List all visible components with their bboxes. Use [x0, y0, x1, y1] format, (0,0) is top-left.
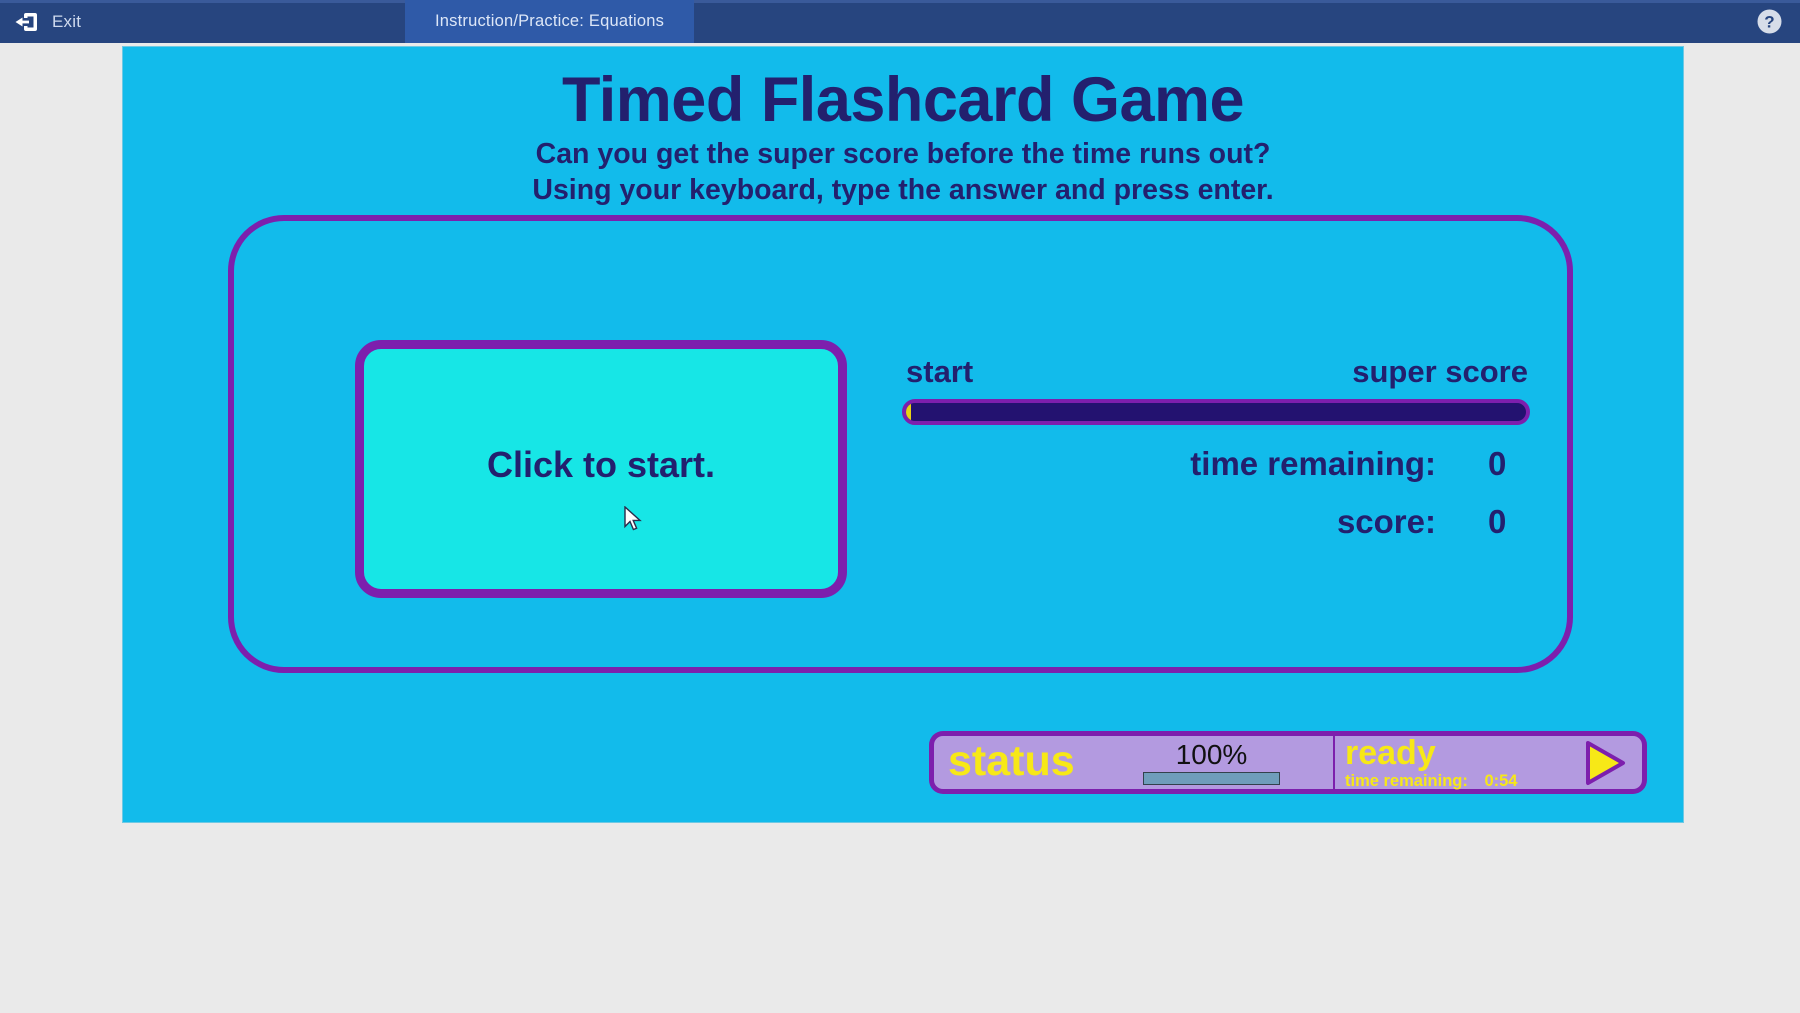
play-button[interactable]: [1580, 740, 1626, 786]
ready-time-remaining: time remaining: 0:54: [1345, 773, 1517, 790]
stat-row-time-remaining: time remaining: 0: [902, 445, 1530, 483]
flashcard-start-button[interactable]: Click to start.: [355, 340, 847, 598]
status-panel: status 100%: [929, 731, 1333, 794]
score-label: score:: [1336, 503, 1436, 540]
game-stage: Timed Flashcard Game Can you get the sup…: [122, 46, 1684, 823]
stat-row-score: score: 0: [902, 503, 1530, 541]
scoreboard: start super score time remaining: 0 scor…: [902, 354, 1530, 541]
super-score-meter: [902, 399, 1530, 425]
score-value: 0: [1488, 503, 1507, 540]
help-button[interactable]: ?: [1756, 8, 1783, 35]
ready-state-label: ready: [1345, 733, 1436, 772]
tab-instruction-practice-equations[interactable]: Instruction/Practice: Equations: [405, 0, 695, 43]
ready-panel: ready time remaining: 0:54: [1333, 731, 1647, 794]
status-progress: 100%: [1134, 739, 1289, 786]
subtitle-line-1: Can you get the super score before the t…: [535, 137, 1271, 170]
meter-start-label: start: [906, 354, 974, 389]
question-mark-icon: ?: [1756, 8, 1783, 35]
tab-label: Instruction/Practice: Equations: [435, 12, 665, 30]
page-title: Timed Flashcard Game: [561, 65, 1245, 135]
status-progress-percent: 100%: [1175, 739, 1248, 770]
ready-time-label: time remaining:: [1345, 771, 1468, 790]
game-panel: Click to start. start super score time r…: [228, 215, 1573, 673]
ready-block: ready time remaining: 0:54: [1345, 736, 1517, 790]
status-label: status: [948, 737, 1075, 785]
meter-end-label: super score: [1352, 354, 1528, 389]
exit-arrow-icon: [14, 9, 40, 35]
ready-time-value: 0:54: [1484, 771, 1518, 790]
meter-labels: start super score: [902, 354, 1530, 390]
tab-strip: Instruction/Practice: Equations: [405, 0, 695, 43]
subtitle-line-2: Using your keyboard, type the answer and…: [532, 174, 1274, 207]
flashcard-label: Click to start.: [486, 444, 716, 485]
exit-button[interactable]: Exit: [0, 0, 99, 43]
time-remaining-value: 0: [1488, 445, 1507, 482]
exit-label: Exit: [52, 11, 82, 31]
play-triangle-icon: [1580, 740, 1626, 786]
toolbar-accent-line: [0, 0, 1800, 3]
status-progress-bar: [1143, 772, 1280, 786]
time-remaining-label: time remaining:: [1190, 445, 1436, 482]
svg-text:?: ?: [1764, 13, 1774, 32]
super-score-meter-fill: [906, 403, 911, 421]
top-toolbar: Exit Instruction/Practice: Equations ?: [0, 0, 1800, 43]
status-bar: status 100% ready time remaining: 0:54: [929, 731, 1647, 794]
